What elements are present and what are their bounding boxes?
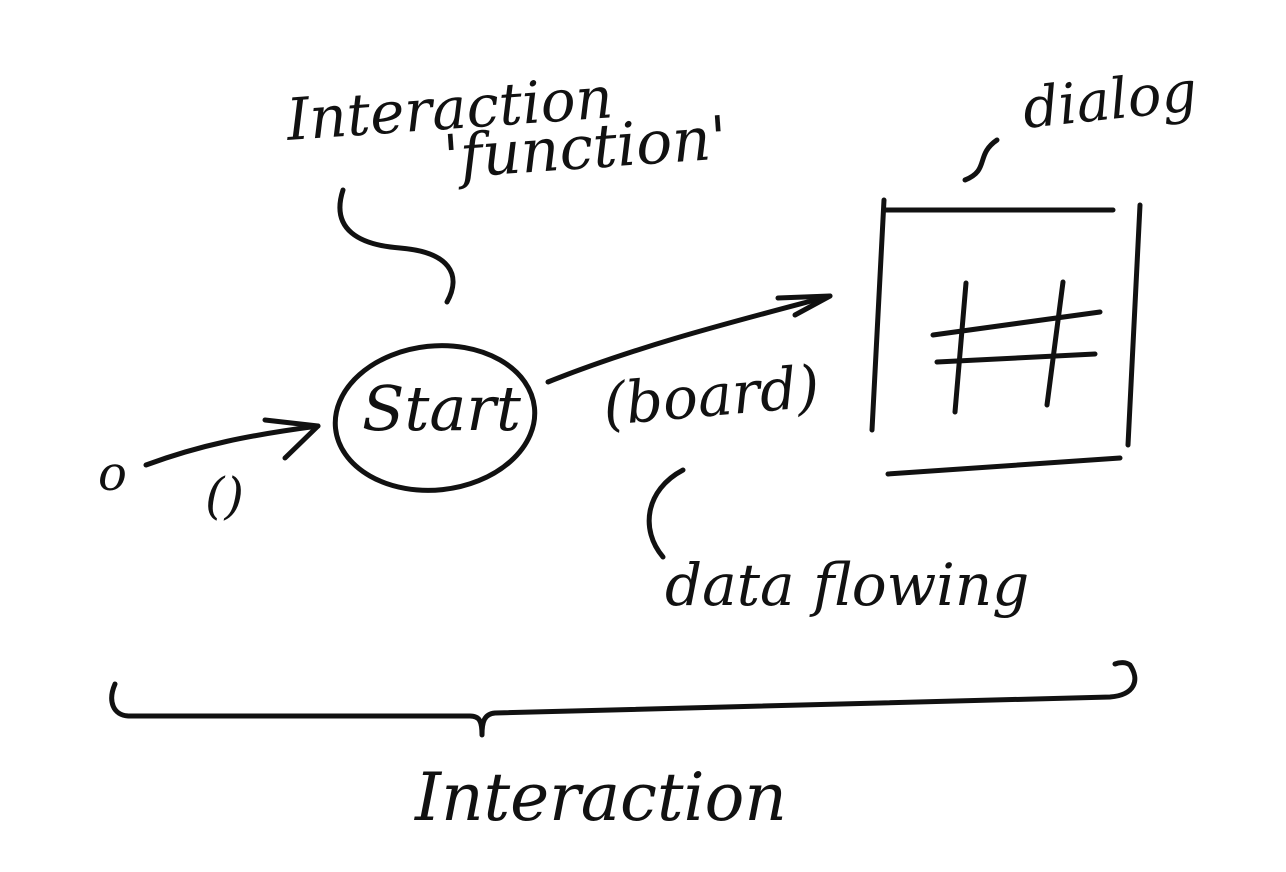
empty-parens-label: () (205, 467, 244, 525)
function-callout-line (337, 187, 456, 305)
grid-horizontal-top (930, 309, 1103, 338)
input-arrow-head (262, 417, 321, 461)
dialog-callout-line (962, 137, 1000, 183)
board-label: (board) (600, 352, 822, 439)
start-node (332, 343, 538, 493)
data-flowing-callout-line (646, 467, 686, 560)
grid-vertical-left (952, 280, 969, 415)
start-label: Start (362, 372, 521, 445)
board-arrow (545, 293, 833, 385)
board-arrow-head (775, 293, 833, 318)
interaction-label: Interaction (414, 759, 787, 836)
grid-vertical-right (1044, 279, 1066, 408)
dialog-label: dialog (1020, 59, 1200, 142)
dialog-box-right (1125, 202, 1143, 448)
origin-label: o (98, 446, 127, 502)
interaction-brace (109, 660, 1138, 738)
dialog-box-bottom (885, 455, 1123, 477)
dialog-box-left (869, 197, 887, 433)
input-arrow (143, 423, 321, 468)
data-flowing-label: data flowing (665, 551, 1029, 619)
grid-horizontal-bottom (934, 351, 1098, 365)
